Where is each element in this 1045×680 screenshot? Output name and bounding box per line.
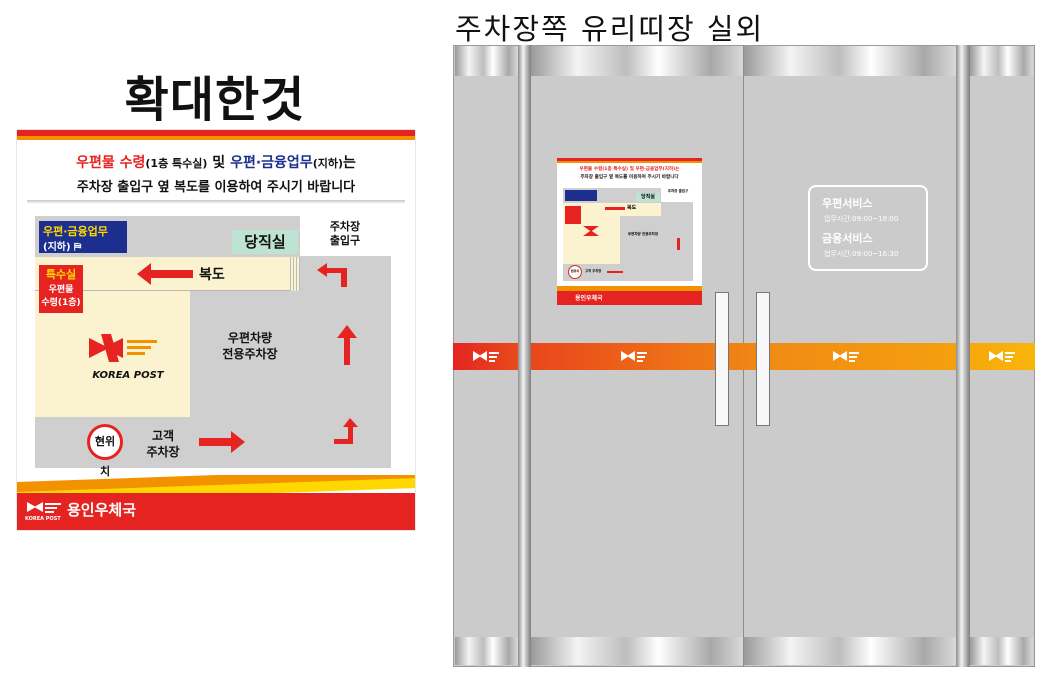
notice-line-1: 우편물 수령(1층 특수실) 및 우편·금융업무(지하)는 (17, 152, 415, 172)
customer-parking-line2: 주차장 (146, 445, 180, 459)
current-location-marker: 현위치 (87, 424, 123, 478)
footer-office-name: 용인우체국 (67, 501, 137, 519)
enlarged-title: 확대한것 (124, 72, 306, 128)
stripe-logo-icon-1 (473, 351, 499, 362)
notice-and: 및 (207, 155, 231, 171)
postal-service-hours: 업무시간:09:00~18:00 (824, 215, 899, 223)
parking-entrance-line2: 출입구 (329, 234, 361, 247)
notice-mail-pickup: 우편물 수령 (76, 155, 146, 171)
stripe-middle (531, 343, 956, 370)
sign-top-band-orange (17, 136, 415, 140)
stripe-logo-icon-3 (833, 351, 859, 362)
mini-duty-room: 당직실 (636, 193, 660, 202)
mini-current-location: 현위치 (568, 265, 582, 279)
enlarged-sign: 우편물 수령(1층 특수실) 및 우편·금융업무(지하)는 주차장 출입구 옆 … (17, 130, 415, 530)
mini-sign-line1: 우편물 수령(1층 특수실) 및 우편·금융업무(지하)는 (579, 167, 680, 172)
special-room-sub2: 수령(1층) (41, 298, 81, 308)
corridor-arrow-left (137, 263, 193, 285)
mini-corridor: 복도 (627, 205, 637, 211)
special-room-box: 특수실 우편물 수령(1층) (39, 265, 83, 313)
left-mullion (518, 45, 531, 667)
special-room-sub1: 우편물 (48, 285, 74, 295)
mini-sign: 우편물 수령(1층 특수실) 및 우편·금융업무(지하)는 주차장 출입구 옆 … (557, 158, 702, 305)
mini-vehicle-parking: 우편차량 전용주차장 (627, 232, 659, 236)
cap-top-3 (744, 46, 956, 76)
cap-bottom-2 (531, 637, 743, 665)
notice-end: 는 (342, 155, 356, 171)
footer-logo-text: KOREA POST (25, 516, 61, 522)
left-door-handle[interactable] (715, 292, 729, 426)
notice-financial: 우편·금융업무 (230, 155, 313, 171)
notice-line-2: 주차장 출입구 옆 복도를 이용하여 주시기 바랍니다 (76, 180, 356, 195)
cap-bottom-3 (744, 637, 956, 665)
corridor-door (290, 257, 300, 291)
right-door-handle[interactable] (756, 292, 770, 426)
cap-top-4 (970, 46, 1033, 76)
financial-service-label: 금융서비스 (822, 232, 873, 245)
sign-footer: KOREA POST 용인우체국 (17, 475, 415, 530)
mini-footer-name: 용인우체국 (575, 295, 603, 302)
mini-customer-parking: 고객 주차장 (585, 269, 602, 273)
up-arrow (337, 325, 357, 365)
korea-post-logo-text: KOREA POST (92, 370, 164, 381)
turn-up-arrow (334, 418, 358, 444)
cap-bottom-4 (970, 637, 1033, 665)
basement-label: 우편·금융업무 (43, 225, 108, 238)
corridor-line (35, 290, 300, 291)
vehicle-parking-line1: 우편차량 (227, 331, 273, 345)
cap-top-1 (455, 46, 518, 76)
right-mullion (956, 45, 970, 667)
turn-left-arrow (317, 263, 347, 287)
postal-service-label: 우편서비스 (822, 197, 873, 210)
stripe-logo-icon-4 (989, 351, 1015, 362)
vehicle-parking-line2: 전용주차장 (222, 347, 278, 361)
customer-parking-label: 고객 주차장 (141, 428, 185, 460)
notice-basement: (지하) (312, 157, 343, 170)
basement-box: 우편·금융업무 (지하) ⛿ (39, 221, 127, 253)
customer-parking-line1: 고객 (151, 429, 175, 443)
financial-service-hours: 업무시간:09:00~16:30 (824, 250, 899, 258)
notice-shadow (27, 200, 405, 204)
notice-special-room: (1층 특수실) (145, 157, 208, 170)
special-room-label: 특수실 (45, 268, 77, 281)
stripe-logo-icon-2 (621, 351, 647, 362)
vehicle-parking-label: 우편차량 전용주차장 (205, 330, 295, 362)
door-assembly: 우편서비스 업무시간:09:00~18:00 금융서비스 업무시간:09:00~… (453, 45, 1035, 667)
cap-bottom-1 (455, 637, 518, 665)
door-title: 주차장쪽 유리띠장 실외 (455, 12, 765, 46)
parking-entrance-label: 주차장 출입구 (320, 220, 370, 248)
entrance-white (300, 216, 390, 256)
service-hours-box: 우편서비스 업무시간:09:00~18:00 금융서비스 업무시간:09:00~… (808, 185, 928, 271)
duty-room: 당직실 (232, 230, 298, 254)
parking-entrance-line1: 주차장 (329, 220, 361, 233)
mini-entrance: 주차장 출입구 (667, 189, 689, 193)
corridor-label: 복도 (199, 267, 225, 283)
sign-top-band (17, 130, 415, 136)
mini-sign-line2: 주차장 출입구 옆 복도를 이용하여 주시기 바랍니다 (580, 175, 679, 180)
korea-post-logo-icon (89, 334, 157, 362)
cap-top-2 (531, 46, 743, 76)
basement-sub: (지하) ⛿ (43, 242, 82, 253)
customer-arrow-right (199, 431, 245, 453)
footer-logo-icon (27, 502, 61, 513)
